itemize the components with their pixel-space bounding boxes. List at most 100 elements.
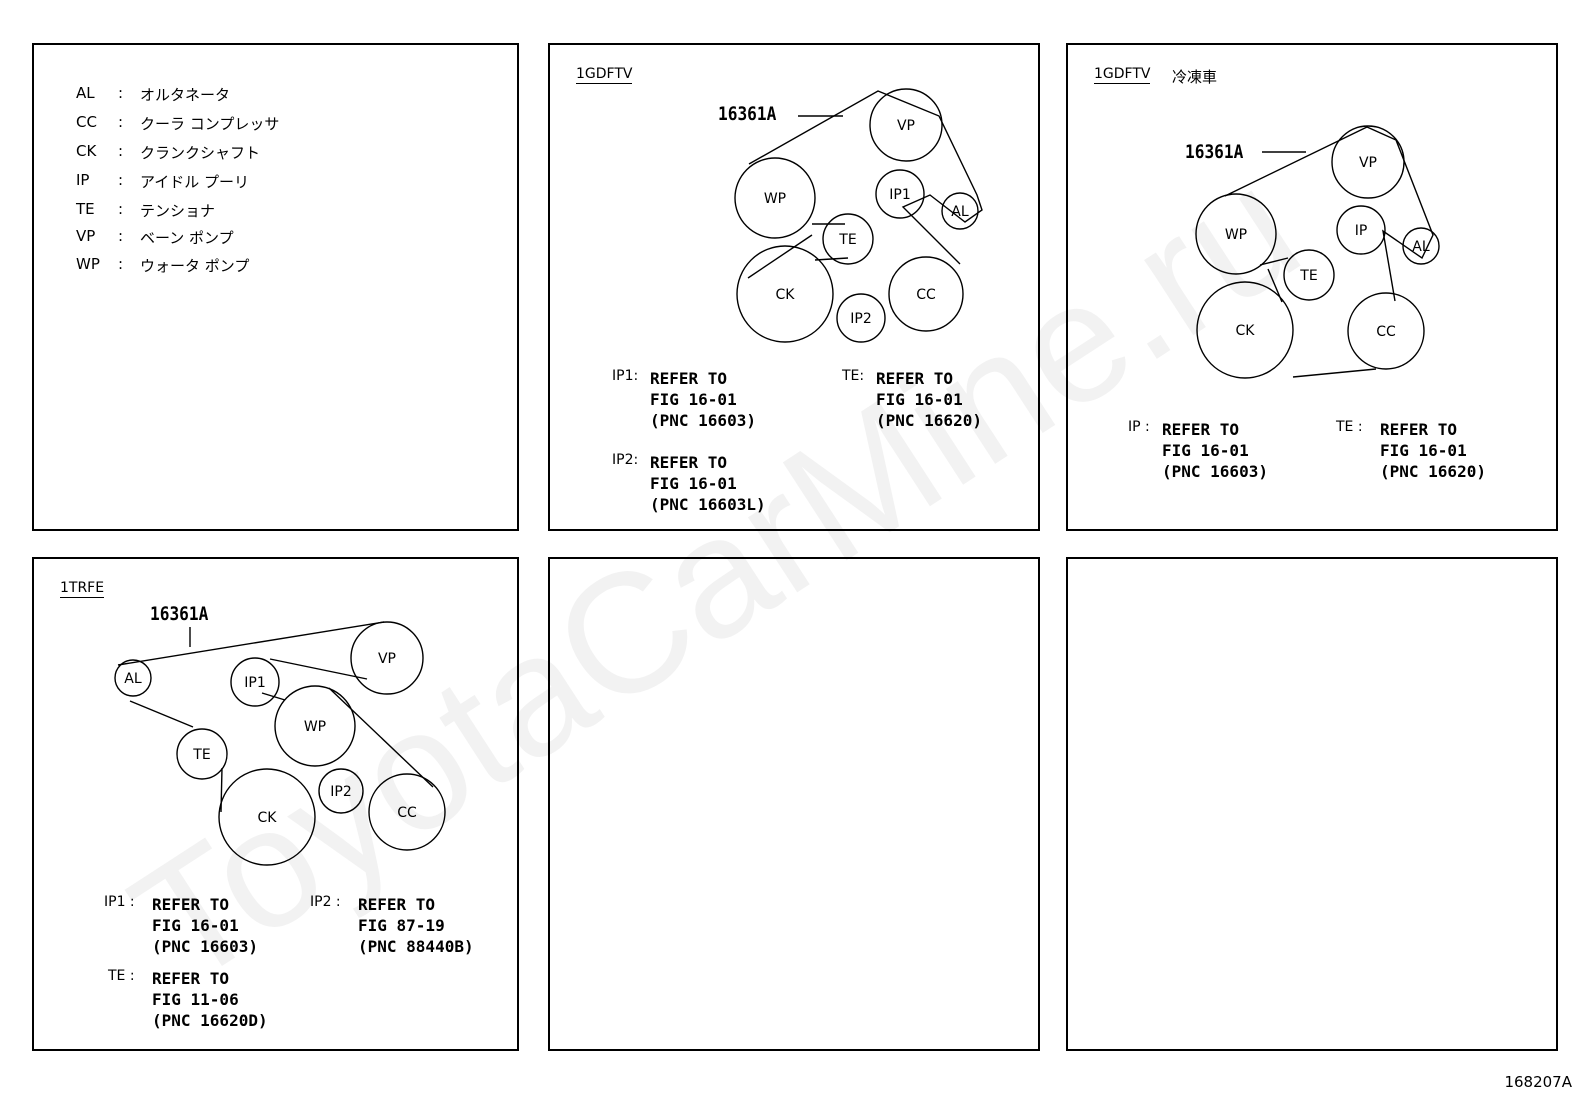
pulley-label-vp: VP: [378, 651, 396, 667]
part-number: 16361A: [150, 603, 209, 625]
pulley-cc: [888, 256, 964, 332]
legend-code: VP: [76, 227, 96, 245]
pulley-label-al: AL: [1412, 239, 1430, 255]
pulley-al: [114, 659, 152, 697]
pulley-label-ck: CK: [776, 287, 796, 303]
pulley-label-wp: WP: [304, 719, 326, 735]
note-line: (PNC 16603): [152, 937, 258, 956]
drive-belt-segment: [269, 658, 368, 680]
note-key: IP :: [1128, 419, 1150, 435]
pulley-ip2: [318, 768, 364, 814]
legend-code: CC: [76, 113, 97, 131]
pulley-wp: [274, 685, 356, 767]
note-key: TE :: [1336, 419, 1363, 435]
legend-separator: :: [118, 113, 124, 131]
legend-description: クーラ コンプレッサ: [140, 115, 280, 133]
note-line: FIG 11-06: [152, 990, 239, 1009]
note-line: REFER TO: [1162, 420, 1240, 439]
pulley-label-te: TE: [192, 747, 210, 763]
pulley-ck: [736, 245, 834, 343]
part-number: 16361A: [718, 103, 777, 125]
drive-belt-segment: [1292, 368, 1377, 378]
pulley-label-wp: WP: [764, 191, 786, 207]
legend-separator: :: [118, 200, 124, 218]
legend-code: CK: [76, 142, 97, 160]
legend-code: AL: [76, 84, 95, 102]
note-line: REFER TO: [358, 895, 436, 914]
note-body: REFER TO FIG 16-01 (PNC 16620): [876, 368, 982, 431]
note-line: (PNC 88440B): [358, 937, 474, 956]
note-line: (PNC 16620): [876, 411, 982, 430]
drive-belt-segment: [328, 687, 434, 788]
drive-belt-segment: [129, 700, 194, 728]
pulley-al: [1402, 227, 1440, 265]
note-line: (PNC 16603L): [650, 495, 766, 514]
legend-description: ウォータ ポンプ: [140, 257, 250, 275]
note-body: REFER TO FIG 16-01 (PNC 16603): [1162, 419, 1268, 482]
panel-empty-1: [548, 557, 1040, 1051]
note-key: IP2:: [612, 452, 639, 468]
note-line: FIG 16-01: [152, 916, 239, 935]
pulley-label-cc: CC: [1376, 324, 1396, 340]
legend-code: WP: [76, 255, 100, 273]
drive-belt-segment: [220, 767, 223, 813]
note-line: REFER TO: [650, 369, 728, 388]
note-line: FIG 16-01: [1380, 441, 1467, 460]
note-key: TE:: [842, 368, 865, 384]
pulley-al: [941, 192, 979, 230]
drive-belt: [748, 90, 983, 265]
note-body: REFER TO FIG 16-01 (PNC 16603L): [650, 452, 766, 515]
note-key: TE :: [108, 968, 135, 984]
pulley-label-ip1: IP1: [889, 187, 910, 203]
pulley-ip1: [875, 169, 925, 219]
pulley-cc: [368, 773, 446, 851]
panel-1gdftv: [548, 43, 1040, 531]
note-line: FIG 16-01: [650, 390, 737, 409]
note-key: IP1 :: [104, 894, 135, 910]
pulley-label-vp: VP: [897, 118, 915, 134]
note-line: FIG 16-01: [1162, 441, 1249, 460]
note-line: REFER TO: [650, 453, 728, 472]
pulley-label-ip1: IP1: [244, 675, 265, 691]
pulley-label-ip: IP: [1355, 223, 1368, 239]
note-line: REFER TO: [1380, 420, 1458, 439]
pulley-label-te: TE: [1299, 268, 1317, 284]
pulley-ip1: [230, 657, 280, 707]
note-line: FIG 16-01: [650, 474, 737, 493]
note-body: REFER TO FIG 16-01 (PNC 16603): [152, 894, 258, 957]
pulley-label-vp: VP: [1359, 155, 1377, 171]
note-line: REFER TO: [876, 369, 954, 388]
pulley-label-al: AL: [124, 671, 142, 687]
note-body: REFER TO FIG 11-06 (PNC 16620D): [152, 968, 268, 1031]
note-line: (PNC 16603): [1162, 462, 1268, 481]
engine-variant-label: 冷凍車: [1172, 68, 1218, 86]
drive-belt-segment: [1259, 257, 1289, 266]
part-number: 16361A: [1185, 141, 1244, 163]
legend-description: テンショナ: [140, 202, 216, 220]
pulley-label-cc: CC: [397, 805, 417, 821]
engine-label: 1GDFTV: [1094, 66, 1151, 84]
pulley-vp: [1331, 125, 1405, 199]
drive-belt: [1224, 126, 1434, 302]
legend-description: アイドル プーリ: [140, 173, 250, 191]
legend-separator: :: [118, 227, 124, 245]
legend-separator: :: [118, 255, 124, 273]
pulley-cc: [1347, 292, 1425, 370]
note-body: REFER TO FIG 16-01 (PNC 16620): [1380, 419, 1486, 482]
note-line: (PNC 16620): [1380, 462, 1486, 481]
pulley-te: [176, 728, 228, 780]
figure-id: 168207A: [1504, 1073, 1572, 1091]
pulley-ck: [1196, 281, 1294, 379]
note-line: REFER TO: [152, 969, 230, 988]
pulley-label-te: TE: [838, 232, 856, 248]
pulley-label-ip2: IP2: [330, 784, 351, 800]
pulley-ck: [218, 768, 316, 866]
pulley-ip2: [836, 293, 886, 343]
note-body: REFER TO FIG 16-01 (PNC 16603): [650, 368, 756, 431]
note-line: FIG 87-19: [358, 916, 445, 935]
note-body: REFER TO FIG 87-19 (PNC 88440B): [358, 894, 474, 957]
pulley-label-ip2: IP2: [850, 311, 871, 327]
note-key: IP2 :: [310, 894, 341, 910]
